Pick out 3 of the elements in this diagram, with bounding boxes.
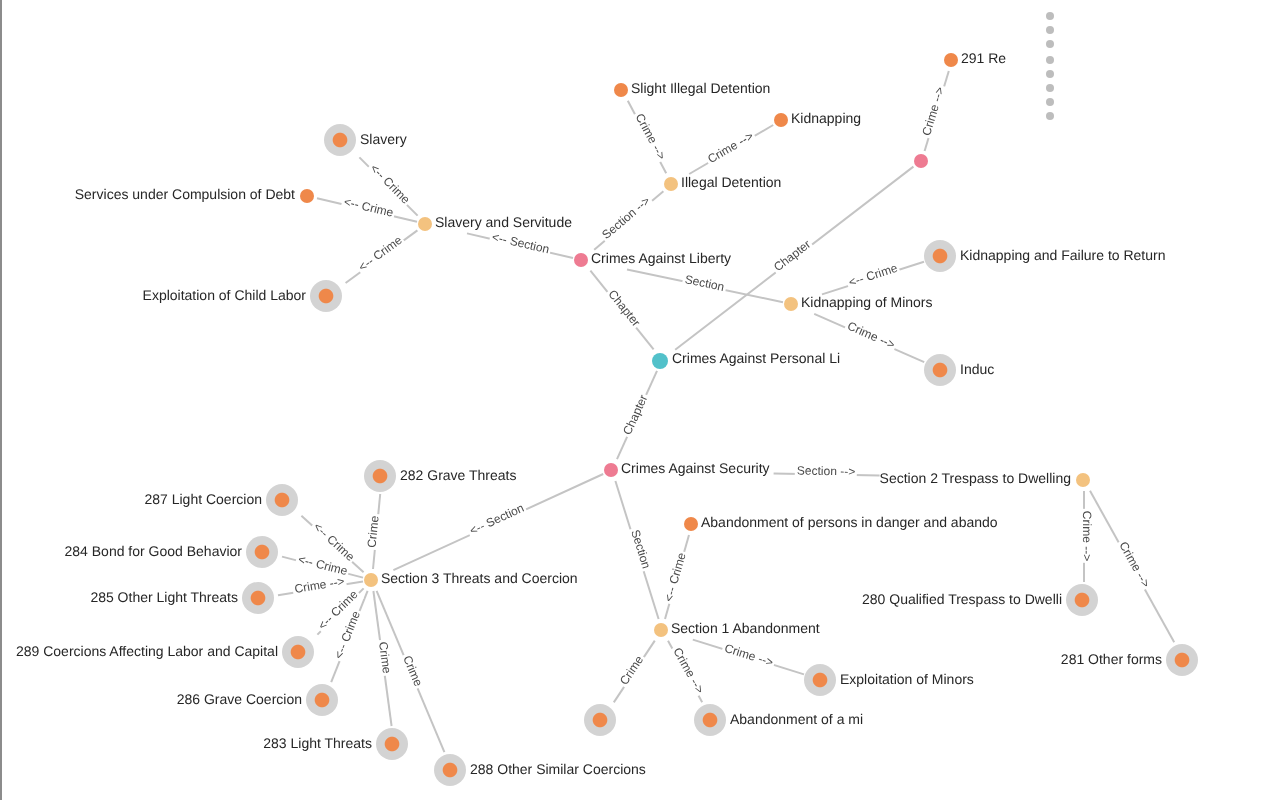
connector-line (674, 165, 915, 351)
dot-icon (913, 153, 927, 167)
ringed-dot-icon (584, 704, 616, 736)
